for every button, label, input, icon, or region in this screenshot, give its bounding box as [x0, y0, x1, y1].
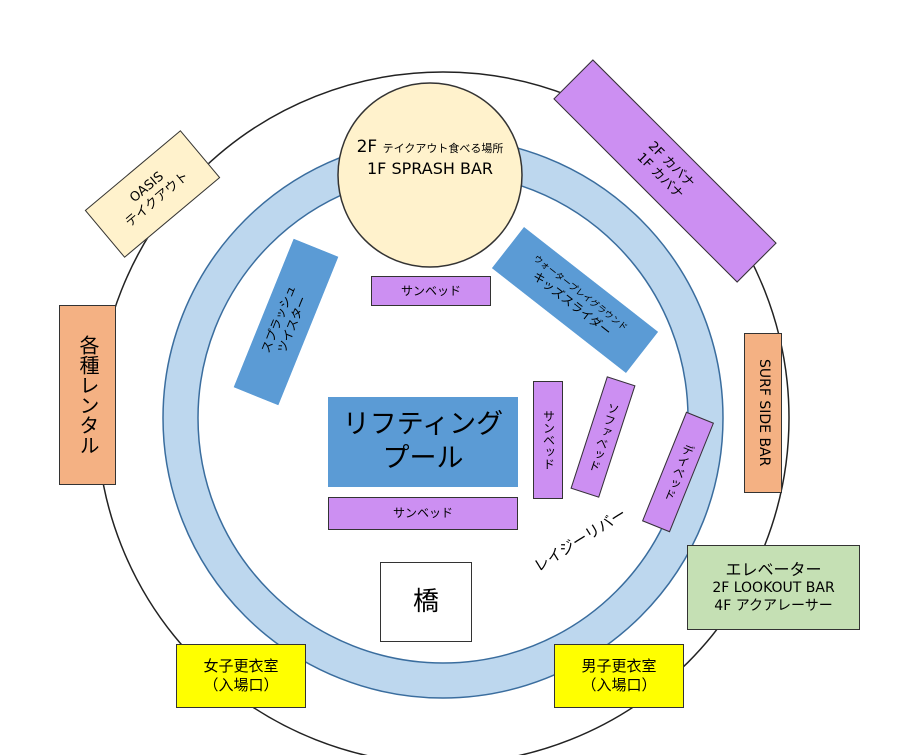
sunbed-top[interactable]: サンベッド [371, 276, 491, 306]
center-circle-bar [337, 82, 523, 268]
men-locker-line2: （入場口） [581, 676, 657, 694]
lifting-pool-line2: プール [382, 443, 464, 474]
center-circle-line1-small: テイクアウト食べる場所 [382, 142, 504, 156]
men-locker-line1: 男子更衣室 [581, 657, 657, 676]
elevator-line2: 4F アクアレーサー [714, 597, 833, 614]
bridge[interactable]: 橋 [380, 562, 472, 642]
lifting-pool-line1: リフティング [342, 409, 504, 441]
men-locker-room[interactable]: 男子更衣室 （入場口） [554, 644, 684, 708]
women-locker-room[interactable]: 女子更衣室 （入場口） [176, 644, 306, 708]
center-circle-line2: 1F SPRASH BAR [367, 158, 493, 178]
women-locker-line2: （入場口） [203, 676, 279, 694]
surf-side-bar[interactable]: SURF SIDE BAR [744, 333, 782, 493]
sunbed-vertical[interactable]: サンベッド [533, 381, 563, 499]
center-circle-line1-prefix: 2F [356, 137, 383, 158]
rental-booth[interactable]: 各種レンタル [59, 305, 116, 485]
elevator[interactable]: エレベーター 2F LOOKOUT BAR 4F アクアレーサー [687, 545, 860, 630]
center-circle-label: 2F テイクアウト食べる場所 1F SPRASH BAR [340, 128, 520, 188]
women-locker-line1: 女子更衣室 [203, 657, 279, 676]
sunbed-bottom[interactable]: サンベッド [328, 497, 518, 530]
elevator-title: エレベーター [725, 560, 822, 579]
elevator-line1: 2F LOOKOUT BAR [712, 580, 835, 596]
lifting-pool[interactable]: リフティング プール [328, 397, 518, 487]
